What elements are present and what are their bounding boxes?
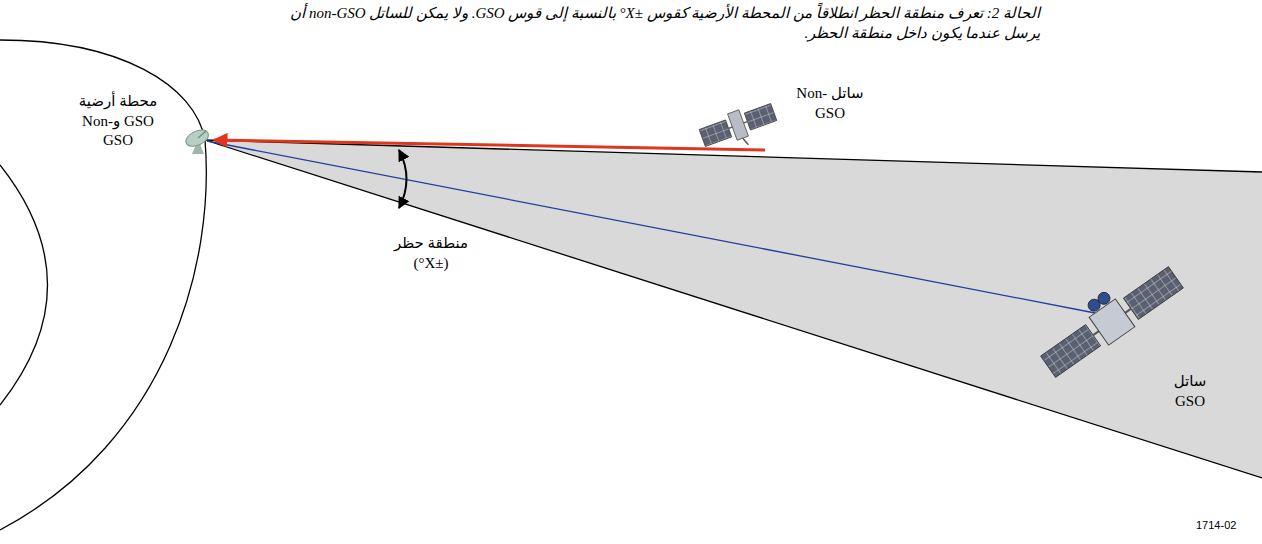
- zone-label: منطقة حظر (±X°): [386, 234, 476, 273]
- earth-station-dish: [183, 127, 211, 154]
- earth-inner-curve: [0, 165, 48, 405]
- figure-number: 1714-02: [1196, 518, 1256, 532]
- gso-link: [207, 141, 1095, 313]
- exclusion-zone: [205, 140, 1262, 478]
- non-gso-satellite: [698, 99, 782, 159]
- figure-heading: الحالة 2: تعرف منطقة الحظر انطلاقاً من ا…: [260, 4, 1040, 43]
- earth-outline: [0, 40, 206, 530]
- station-label: محطة أرضية GSO وNon-GSO: [72, 92, 164, 151]
- gso-satellite: [1031, 253, 1186, 381]
- satellite-label: ساتل Non-GSO: [790, 84, 870, 123]
- non-gso-link: [214, 140, 765, 150]
- satellite-label: ساتل GSO: [1160, 372, 1220, 411]
- angle-arrow: [399, 150, 407, 208]
- zone-boundary: [205, 140, 1262, 478]
